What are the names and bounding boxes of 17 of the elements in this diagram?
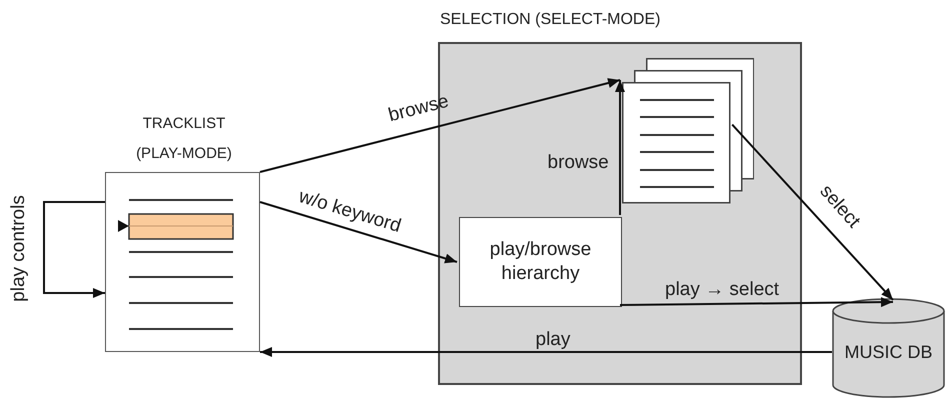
edge-label: browse — [548, 152, 609, 172]
edge-label: browse — [386, 91, 450, 125]
arrow — [615, 80, 625, 215]
arrow — [731, 124, 894, 301]
box-label: play/browse hierarchy — [488, 238, 592, 286]
arrow — [260, 78, 620, 173]
edge-label: play controls — [8, 194, 28, 302]
process-box — [459, 217, 622, 307]
node-title: TRACKLIST (PLAY-MODE) — [135, 114, 233, 164]
arrow — [620, 297, 894, 308]
edge-label: play → select — [665, 280, 780, 298]
database-label: MUSIC DB — [843, 342, 934, 363]
panel-title: SELECTION (SELECT-MODE) — [440, 11, 660, 29]
arrow — [260, 347, 832, 357]
arrow — [43, 201, 105, 298]
edge-label: play — [536, 330, 570, 348]
arrow — [260, 201, 458, 264]
